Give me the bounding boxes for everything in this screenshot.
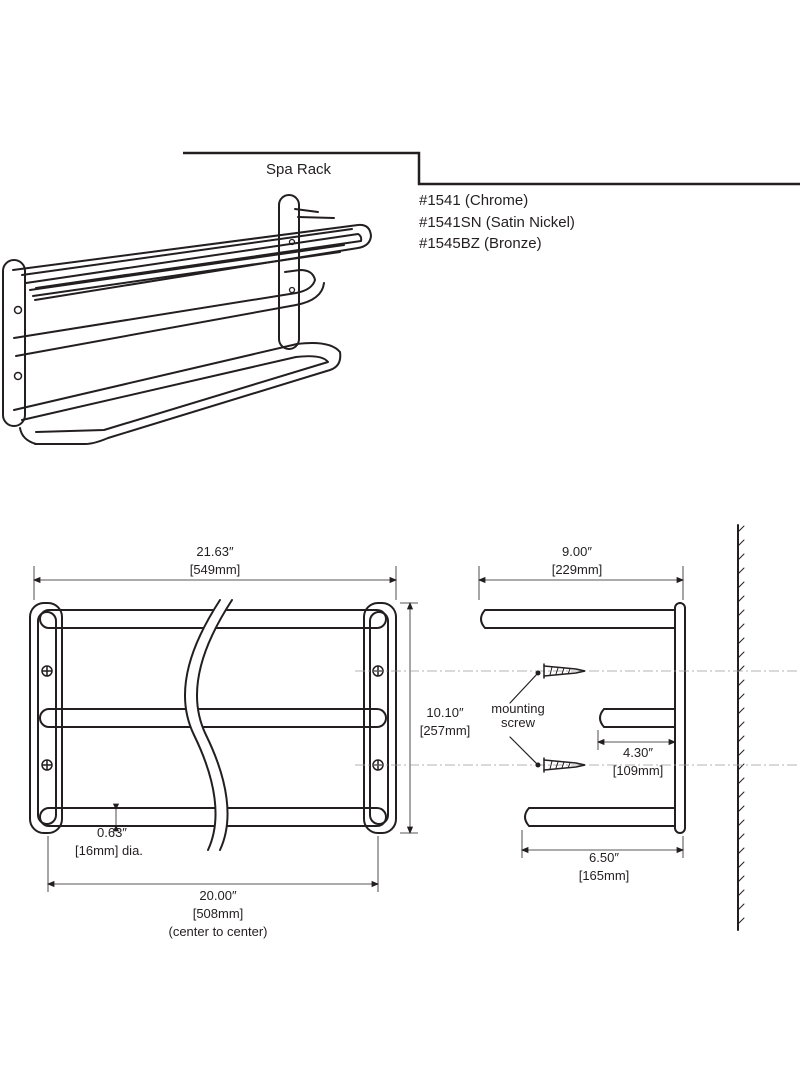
overall-width-mm-label: [549mm] bbox=[189, 562, 241, 577]
screw-head bbox=[13, 305, 23, 315]
screw-head bbox=[288, 238, 296, 246]
shelf-rails bbox=[12, 208, 372, 301]
model-bronze: #1545BZ (Bronze) bbox=[419, 235, 542, 252]
tube-diameter-mm-label: [16mm] dia. bbox=[75, 843, 143, 858]
screw-label-line2: screw bbox=[501, 715, 535, 730]
model-chrome: #1541 (Chrome) bbox=[419, 192, 529, 209]
screw-label-line1: mounting bbox=[491, 701, 545, 716]
support-loop bbox=[15, 282, 325, 357]
height-mm-label: [257mm] bbox=[419, 723, 471, 738]
towel-bar bbox=[21, 355, 329, 433]
bottom-depth-mm-label: [165mm] bbox=[578, 868, 630, 883]
left-wall-plate bbox=[2, 259, 26, 427]
product-title: Spa Rack bbox=[266, 161, 332, 178]
side-arm-bottom bbox=[524, 807, 676, 827]
side-arm-top bbox=[480, 609, 676, 629]
wall-hatching bbox=[737, 525, 745, 925]
model-satin-nickel: #1541SN (Satin Nickel) bbox=[419, 213, 575, 231]
side-mounting-plate bbox=[674, 602, 686, 834]
break-line bbox=[196, 599, 233, 851]
screw-upper bbox=[543, 663, 586, 679]
top-depth-label: 9.00″ bbox=[562, 544, 592, 559]
tube-diameter-label: 0.63″ bbox=[97, 825, 127, 840]
middle-depth-mm-label: [109mm] bbox=[612, 763, 664, 778]
screw-leader bbox=[509, 736, 539, 766]
height-label: 10.10″ bbox=[426, 705, 464, 720]
center-width-label: 20.00″ bbox=[199, 888, 237, 903]
front-bar-bottom bbox=[39, 807, 387, 827]
towel-bar bbox=[13, 342, 342, 445]
center-note-label: (center to center) bbox=[168, 924, 268, 939]
bottom-depth-label: 6.50″ bbox=[589, 850, 619, 865]
center-width-mm-label: [508mm] bbox=[192, 906, 244, 921]
towel-bar bbox=[19, 427, 37, 445]
screw-head bbox=[13, 371, 23, 381]
overall-width-label: 21.63″ bbox=[196, 544, 234, 559]
right-wall-plate bbox=[278, 194, 300, 350]
front-right-plate-inner bbox=[369, 611, 389, 825]
screw-lower bbox=[543, 757, 586, 773]
middle-depth-label: 4.30″ bbox=[623, 745, 653, 760]
break-line bbox=[184, 599, 221, 851]
model-list: #1541 (Chrome) #1541SN (Satin Nickel) #1… bbox=[419, 190, 575, 255]
top-depth-mm-label: [229mm] bbox=[551, 562, 603, 577]
support-loop bbox=[13, 269, 316, 339]
screw-head bbox=[288, 286, 296, 294]
front-bar-middle bbox=[39, 708, 387, 728]
break-mask bbox=[185, 594, 232, 856]
screw-leader bbox=[509, 672, 539, 704]
front-left-plate-inner bbox=[37, 611, 57, 825]
side-arm-middle bbox=[599, 708, 676, 728]
